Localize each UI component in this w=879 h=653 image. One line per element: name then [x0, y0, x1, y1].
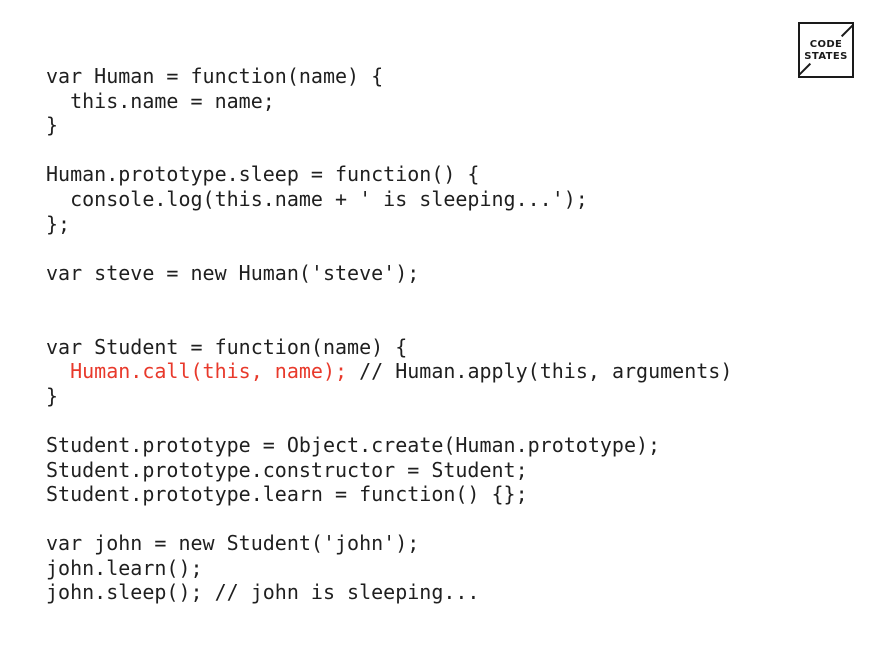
code-states-logo: CODE STATES — [798, 22, 854, 78]
code-indent — [46, 359, 70, 383]
code-line — [46, 138, 732, 163]
code-line — [46, 285, 732, 310]
highlighted-code-line: Human.call(this, name); // Human.apply(t… — [46, 359, 732, 384]
code-line: console.log(this.name + ' is sleeping...… — [46, 186, 588, 211]
code-comment: // Human.apply(this, arguments) — [347, 359, 733, 384]
code-line: var john = new Student('john'); — [46, 531, 420, 556]
logo-text-line1: CODE — [809, 39, 843, 50]
code-line: Student.prototype = Object.create(Human.… — [46, 432, 661, 457]
code-line: var Human = function(name) { — [46, 64, 384, 88]
code-line: } — [46, 383, 59, 408]
code-line: this.name = name; — [46, 88, 275, 113]
logo-text-line2: STATES — [804, 51, 848, 62]
code-line — [46, 507, 732, 532]
code-line: Student.prototype.learn = function() {}; — [46, 482, 528, 507]
code-line: } — [46, 113, 59, 138]
highlighted-call-statement: Human.call(this, name); — [70, 359, 348, 384]
code-line: john.sleep(); // john is sleeping... — [46, 580, 480, 605]
code-line: john.learn(); — [46, 555, 203, 580]
code-line — [46, 310, 732, 335]
logo-corner-top-right — [840, 24, 852, 38]
logo-corner-bottom-left — [800, 62, 812, 76]
code-line: }; — [46, 211, 71, 236]
code-block: var Human = function(name) { this.name =… — [46, 64, 732, 605]
code-line: Student.prototype.constructor = Student; — [46, 457, 528, 482]
code-line: var steve = new Human('steve'); — [46, 260, 420, 285]
code-line: Human.prototype.sleep = function() { — [46, 162, 480, 187]
code-line — [46, 408, 732, 433]
code-line — [46, 236, 732, 261]
code-line: var Student = function(name) { — [46, 334, 408, 359]
